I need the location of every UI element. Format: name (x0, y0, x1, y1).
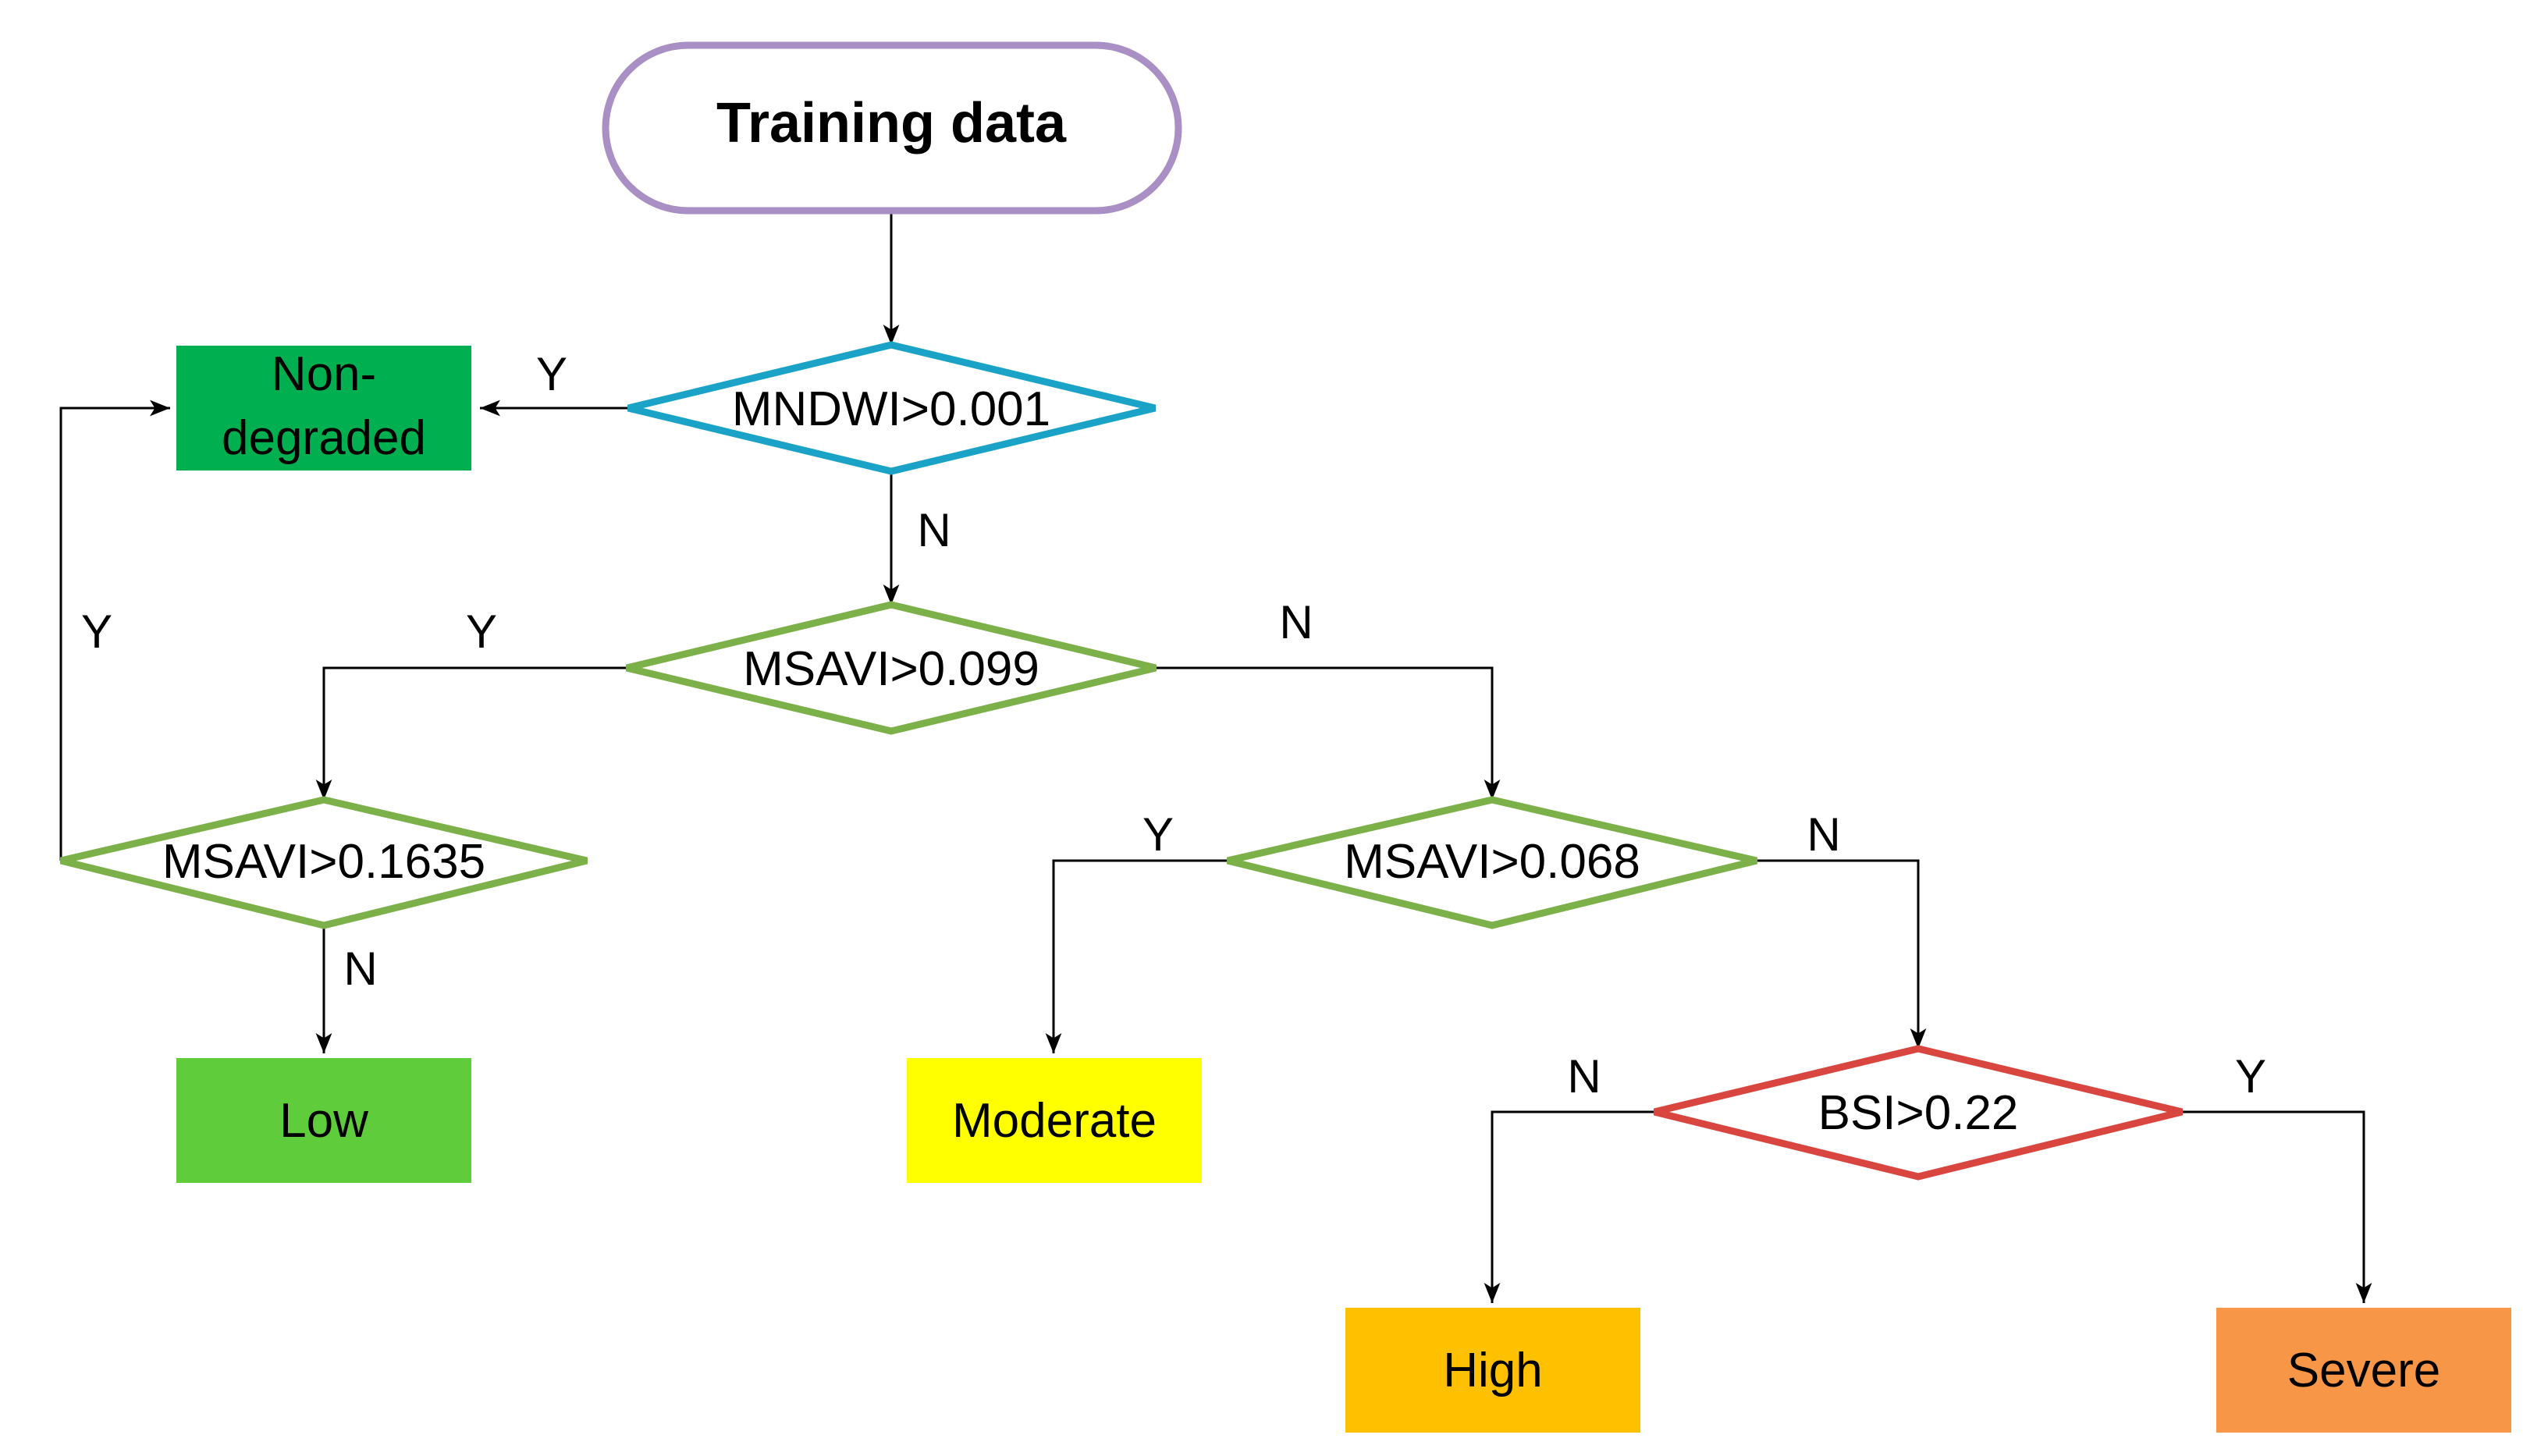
edge-label-msavi1635-yes: Y (81, 605, 112, 658)
decision-msavi-068-shape (1226, 796, 1758, 929)
outcome-non-degraded-label-line1: Non- (272, 347, 376, 401)
decision-msavi-1635-shape (59, 796, 588, 929)
outcome-low-box (176, 1058, 471, 1183)
decision-msavi-099-label: MSAVI>0.099 (743, 642, 1039, 696)
edge-label-mndwi-yes: Y (536, 348, 567, 400)
decision-msavi-099-shape (625, 601, 1157, 735)
outcome-severe-box (2216, 1308, 2511, 1433)
edge-label-bsi-yes: Y (2235, 1050, 2266, 1103)
decision-msavi-1635-label: MSAVI>0.1635 (162, 835, 485, 889)
outcome-non-degraded-box (176, 346, 471, 471)
edge-bsi-to-severe (2182, 1110, 2372, 1303)
edge-bsi-to-high (1484, 1110, 1654, 1303)
edge-label-msavi099-no: N (1279, 596, 1313, 648)
outcome-moderate-box (907, 1058, 1202, 1183)
start-node: Training data (602, 41, 1182, 215)
edge-label-msavi099-yes: Y (466, 605, 497, 658)
decision-bsi-label: BSI>0.22 (1818, 1086, 2019, 1140)
edge-label-mndwi-no: N (917, 504, 951, 556)
decision-bsi: BSI>0.22 (1653, 1045, 2184, 1181)
outcome-high: High (1345, 1308, 1640, 1433)
decision-mndwi: MNDWI>0.001 (627, 341, 1157, 475)
edge-msavi099-to-msavi068 (1156, 666, 1501, 800)
edge-labels: Y N Y N Y N Y N N Y (81, 348, 2266, 1103)
connectors (59, 211, 2372, 1303)
edge-msavi068-to-moderate (1045, 859, 1228, 1053)
outcome-high-box (1345, 1308, 1640, 1433)
decision-mndwi-label: MNDWI>0.001 (732, 382, 1050, 436)
outcome-severe-label: Severe (2287, 1344, 2440, 1397)
edge-msavi068-to-bsi (1757, 859, 1927, 1049)
edge-label-bsi-no: N (1567, 1050, 1601, 1103)
decision-msavi-099: MSAVI>0.099 (625, 601, 1157, 735)
outcome-moderate: Moderate (907, 1058, 1202, 1183)
decision-msavi-1635: MSAVI>0.1635 (59, 796, 588, 929)
edge-label-msavi1635-no: N (343, 943, 377, 995)
decision-mndwi-shape (627, 341, 1157, 475)
start-label: Training data (716, 92, 1067, 154)
decision-msavi-068-label: MSAVI>0.068 (1344, 835, 1640, 889)
edge-label-msavi068-no: N (1807, 808, 1840, 861)
outcome-low-label: Low (279, 1094, 368, 1148)
outcome-high-label: High (1443, 1344, 1543, 1397)
decision-msavi-068: MSAVI>0.068 (1226, 796, 1758, 929)
outcome-non-degraded-label-line2: degraded (222, 411, 426, 465)
edge-msavi1635-to-nondegraded (59, 400, 170, 861)
outcome-low: Low (176, 1058, 471, 1183)
edge-msavi099-to-msavi1635 (315, 666, 627, 800)
edge-label-msavi068-yes: Y (1142, 808, 1174, 861)
outcome-severe: Severe (2216, 1308, 2511, 1433)
outcome-moderate-label: Moderate (952, 1094, 1157, 1148)
decision-bsi-shape (1653, 1045, 2184, 1181)
start-terminator-shape (602, 41, 1182, 215)
outcome-non-degraded: Non- degraded (176, 346, 471, 471)
